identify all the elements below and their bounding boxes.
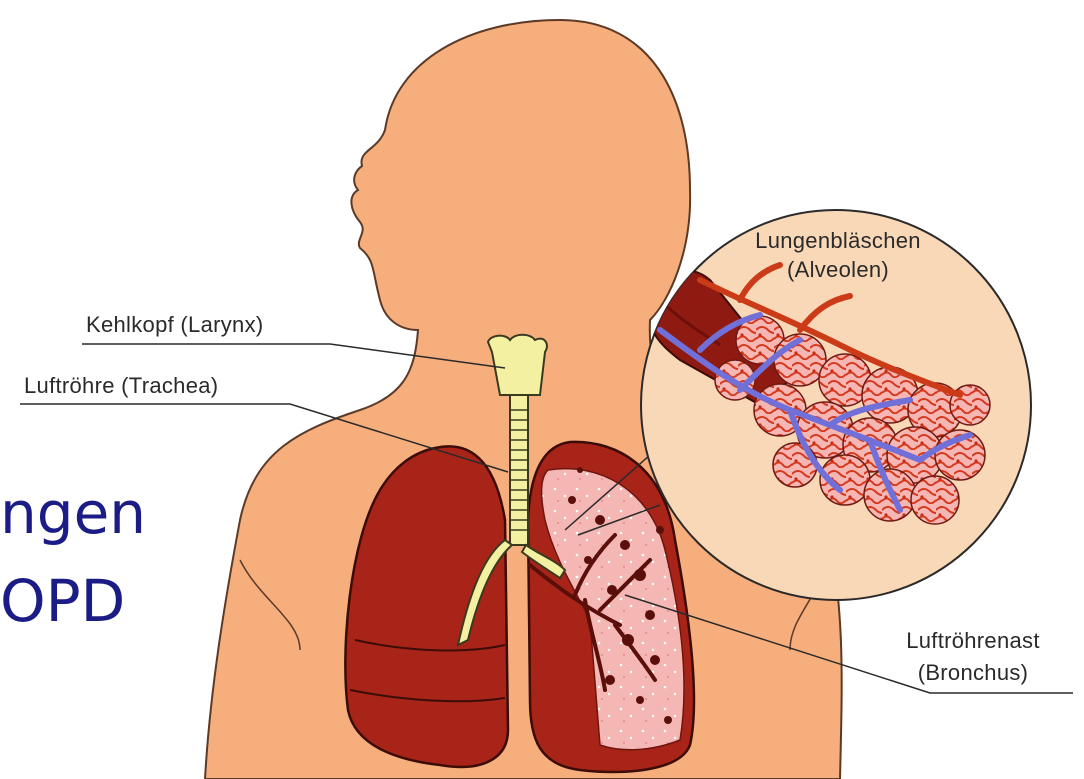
label-larynx: Kehlkopf (Larynx): [86, 312, 264, 338]
label-alveoli-line2: (Alveolen): [728, 257, 948, 283]
overlay-text-line2: OPD: [0, 572, 125, 630]
label-alveoli: Lungenbläschen (Alveolen): [728, 228, 948, 283]
label-alveoli-line1: Lungenbläschen: [728, 228, 948, 254]
label-bronchus-line2: (Bronchus): [868, 660, 1078, 686]
overlay-text-line1: ngen: [0, 484, 146, 542]
label-bronchus: Luftröhrenast (Bronchus): [868, 628, 1078, 686]
label-bronchus-line1: Luftröhrenast: [868, 628, 1078, 654]
label-trachea: Luftröhre (Trachea): [24, 373, 218, 399]
